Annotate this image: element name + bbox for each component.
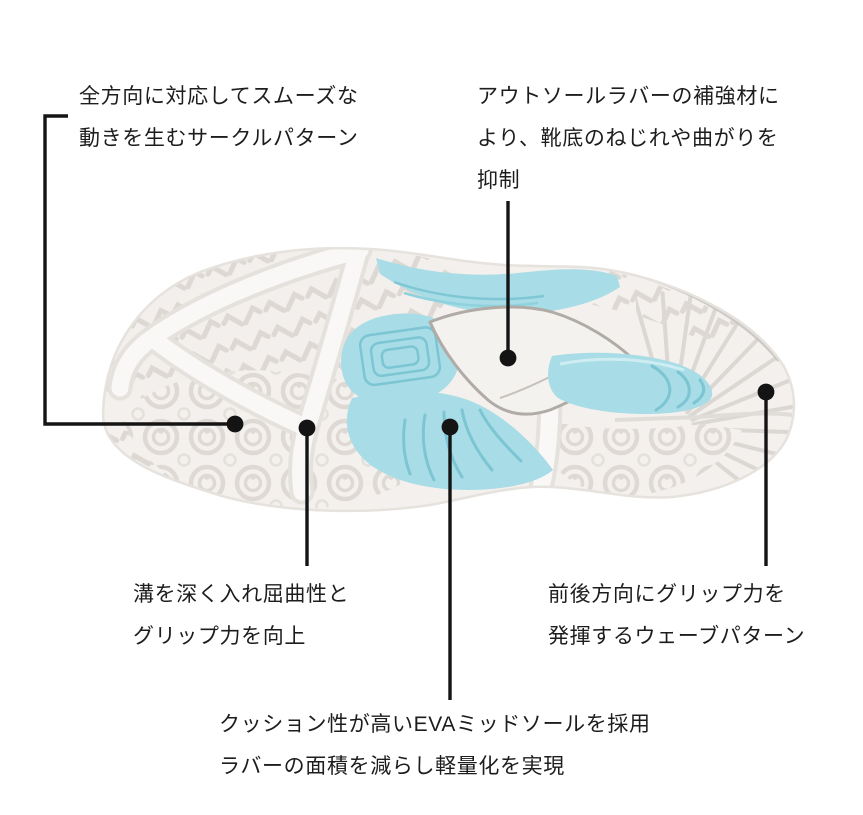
annotation-deep-grooves: 溝を深く入れ屈曲性と グリップ力を向上 [133, 574, 349, 658]
pointer-dot-circle-pattern [226, 415, 244, 433]
annotation-outsole-reinforcement-line-1: アウトソールラバーの補強材に [477, 85, 780, 108]
annotation-deep-grooves-line-2: グリップ力を向上 [133, 625, 307, 648]
annotation-outsole-reinforcement-line-2: より、靴底のねじれや曲がりを [477, 127, 779, 150]
annotation-wave-pattern-line-2: 発揮するウェーブパターン [548, 625, 806, 648]
leader-dots [226, 349, 775, 437]
leader-lines [43, 114, 768, 700]
annotation-circle-pattern: 全方向に対応してスムーズな 動きを生むサークルパターン [79, 76, 359, 160]
sole-outline [101, 246, 796, 513]
eva-top-window [376, 258, 620, 315]
heel-eva-insert [548, 352, 713, 414]
annotation-eva-midsole: クッション性が高いEVAミッドソールを採用 ラバーの面積を減らし軽量化を実現 [219, 704, 651, 788]
annotation-circle-pattern-line-1: 全方向に対応してスムーズな [79, 85, 359, 108]
annotation-eva-midsole-line-2: ラバーの面積を減らし軽量化を実現 [219, 755, 565, 778]
annotation-wave-pattern-line-1: 前後方向にグリップ力を [548, 583, 786, 606]
pointer-dot-wave-pattern [757, 383, 775, 401]
sole-body [101, 246, 796, 513]
annotation-outsole-reinforcement: アウトソールラバーの補強材に より、靴底のねじれや曲がりを 抑制 [477, 76, 780, 202]
annotation-circle-pattern-line-2: 動きを生むサークルパターン [79, 127, 359, 150]
annotation-eva-midsole-line-1: クッション性が高いEVAミッドソールを採用 [219, 713, 651, 736]
heel-top-chevrons [585, 266, 748, 348]
pointer-dot-eva-midsole [441, 418, 459, 436]
heel-circle-pattern [545, 420, 742, 497]
annotation-wave-pattern: 前後方向にグリップ力を 発揮するウェーブパターン [548, 574, 805, 658]
pointer-dot-deep-grooves [298, 419, 316, 437]
heel-seam-line [614, 411, 793, 422]
pointer-dot-reinforcement [499, 349, 517, 367]
annotation-outsole-reinforcement-line-3: 抑制 [477, 169, 521, 192]
annotation-deep-grooves-line-1: 溝を深く入れ屈曲性と [133, 583, 350, 606]
leader-circle-pattern [43, 114, 230, 426]
